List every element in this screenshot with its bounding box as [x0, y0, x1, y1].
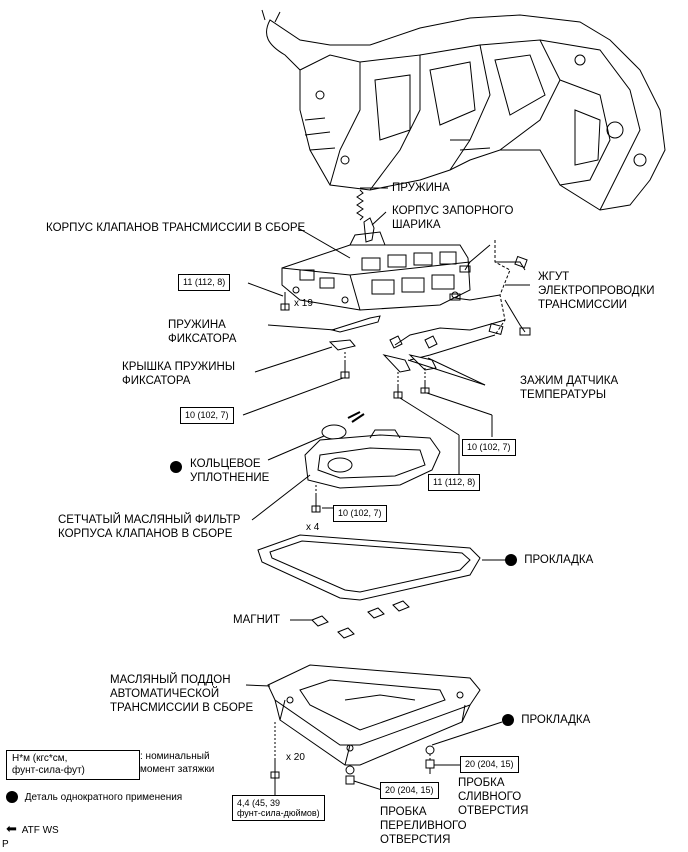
- torque-drain-plug: 20 (204, 15): [460, 756, 519, 773]
- non-reusable-dot-icon: [505, 553, 517, 566]
- magnet-part: [311, 600, 410, 639]
- label-spring: ПРУЖИНА: [392, 182, 450, 194]
- legend-atf: ⬅ ATF WS: [6, 821, 59, 837]
- drain-plug-part: [425, 759, 435, 774]
- strainer-bolt: [311, 495, 321, 513]
- label-gasket-lower: ПРОКЛАДКА: [502, 713, 590, 727]
- qty-valve-body-bolts: x 19: [294, 298, 313, 309]
- label-gasket-upper: ПРОКЛАДКА: [505, 553, 593, 567]
- detent-spring-cover-part: [328, 339, 356, 351]
- valve-body-part: [281, 231, 471, 311]
- torque-overflow-plug: 20 (204, 15): [380, 782, 439, 799]
- pan-bolt: [270, 760, 280, 779]
- valve-body-bolt: [280, 292, 290, 311]
- detent-spring-part: [330, 315, 381, 333]
- qty-strainer-bolts: x 4: [306, 522, 320, 533]
- label-o-ring: КОЛЬЦЕВОЕ УПЛОТНЕНИЕ: [170, 457, 269, 485]
- non-reusable-dot-icon: [502, 713, 514, 726]
- temp-sensor-clamp-part: [382, 354, 411, 373]
- transmission-case: [261, 9, 666, 211]
- corner-mark: P: [2, 839, 9, 850]
- torque-valve-body-bolts: 11 (112, 8): [178, 274, 231, 291]
- legend-torque-unit: Н*м (кгс*см,фунт-сила-фут): [6, 750, 140, 780]
- non-reusable-dot-icon: [170, 461, 182, 473]
- torque-strainer-bolts: 10 (102, 7): [333, 505, 387, 522]
- atf-arrow-icon: ⬅: [6, 821, 17, 836]
- oil-pan-part: [267, 664, 481, 766]
- label-valve-body-assy: КОРПУС КЛАПАНОВ ТРАНСМИССИИ В СБОРЕ: [46, 222, 306, 234]
- detent-cover-bolt: [340, 362, 350, 379]
- spring-part: [356, 189, 364, 221]
- upper-gasket-part: [257, 534, 481, 601]
- torque-clamp-bolt-left: 11 (112, 8): [428, 474, 481, 491]
- check-ball-body-part: [363, 217, 375, 243]
- overflow-plug-part: [345, 775, 355, 785]
- o-ring-part: [321, 424, 347, 440]
- strainer-part: [304, 429, 441, 489]
- qty-pan-bolts: x 20: [286, 752, 305, 763]
- torque-detent-cover-bolt: 10 (102, 7): [180, 407, 234, 424]
- torque-clamp-bolt-right: 10 (102, 7): [462, 439, 516, 456]
- non-reusable-dot-icon: [6, 791, 18, 804]
- legend-non-reusable: Деталь однократного применения: [6, 791, 182, 805]
- label-magnet: МАГНИТ: [233, 614, 281, 626]
